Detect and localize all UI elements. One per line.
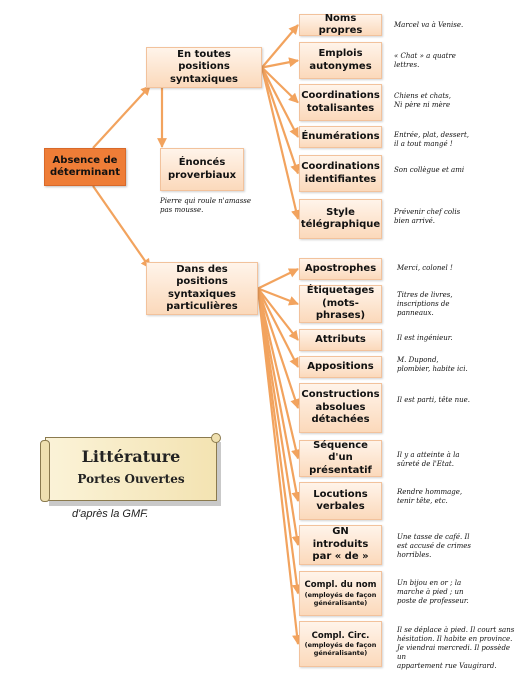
example-appositions: M. Dupond, plombier, habite ici. [397, 356, 468, 374]
root-node: Absence de déterminant [44, 148, 126, 186]
arrow-syntactic-to-leaf [260, 67, 300, 175]
leaf-noms-propres: Noms propres [299, 13, 382, 36]
example-coordinations-identifiantes: Son collègue et ami [394, 166, 465, 174]
arrow-particular-to-leaf [257, 288, 299, 368]
badge-subtitle: Portes Ouvertes [77, 472, 185, 486]
arrow-particular-to-leaf [257, 287, 299, 341]
arrow-particular-to-leaf [257, 287, 299, 306]
leaf-constructions-absolues: Constructions absolues détachées [299, 383, 382, 433]
branch-label: Énoncés proverbiaux [167, 157, 237, 181]
leaf-coordinations-totalisantes: Coordinations totalisantes [299, 84, 382, 121]
leaf-compl-du-nom: Compl. du nom (employés de façon général… [299, 571, 382, 616]
leaf-apostrophes: Apostrophes [299, 258, 382, 280]
branch-syntactic-positions: En toutes positions syntaxiques [146, 47, 262, 88]
arrow-syntactic-to-leaf [261, 66, 299, 138]
example-gn-introduits: Une tasse de café. Il est accusé de crim… [397, 533, 471, 560]
arrow-syntactic-to-leaf [261, 66, 299, 104]
leaf-gn-introduits: GN introduits par « de » [299, 525, 382, 565]
arrow-syntactic-to-leaf [260, 67, 301, 220]
example-noms-propres: Marcel va à Venise. [394, 21, 464, 29]
arrow-particular-to-leaf [256, 288, 300, 409]
example-compl-circ: Il se déplace à pied. Il court sans hési… [397, 626, 515, 671]
scroll-roll-left [40, 440, 50, 502]
branch-label: Dans des positions syntaxiques particuli… [166, 263, 238, 313]
arrow-syntactic-to-leaf [261, 57, 299, 69]
branch-particular-positions: Dans des positions syntaxiques particuli… [146, 262, 258, 315]
example-constructions-absolues: Il est parti, tête nue. [397, 396, 471, 404]
example-locutions-verbales: Rendre hommage, tenir tête, etc. [397, 488, 463, 506]
example-sequence-presentatif: Il y a atteinte à la sûreté de l'Etat. [397, 451, 460, 469]
leaf-attributs: Attributs [299, 329, 382, 351]
example-emplois-autonymes: « Chat » a quatre lettres. [394, 52, 456, 70]
leaf-etiquetages: Étiquetages (mots-phrases) [299, 285, 382, 323]
root-label: Absence de déterminant [49, 154, 121, 179]
credit-text: d'après la GMF. [72, 508, 149, 520]
leaf-emplois-autonymes: Emplois autonymes [299, 42, 382, 79]
badge-title: Littérature [81, 447, 181, 466]
leaf-sequence-presentatif: Séquence d'un présentatif [299, 440, 382, 477]
example-etiquetages: Titres de livres, inscriptions de pannea… [397, 291, 453, 318]
arrow-root-to-particular [92, 185, 151, 269]
scroll-roll-right [211, 433, 221, 443]
arrow-particular-to-leaf [256, 288, 302, 645]
leaf-style-telegraphique: Style télégraphique [299, 199, 382, 239]
example-coordinations-totalisantes: Chiens et chats, Ni père ni mère [394, 92, 451, 110]
example-apostrophes: Merci, colonel ! [397, 264, 453, 272]
leaf-compl-circ: Compl. Circ. (employés de façon générali… [299, 621, 382, 667]
arrow-particular-to-leaf [257, 268, 299, 290]
leaf-coordinations-identifiantes: Coordinations identifiantes [299, 155, 382, 192]
example-style-telegraphique: Prévenir chef colis bien arrivé. [394, 208, 461, 226]
branch-label: En toutes positions syntaxiques [169, 48, 238, 85]
example-enumerations: Entrée, plat, dessert, il a tout mangé ! [394, 131, 470, 149]
example-attributs: Il est ingénieur. [397, 334, 453, 342]
example-compl-du-nom: Un bijou en or ; la marche à pied ; un p… [397, 579, 469, 606]
branch-proverbs: Énoncés proverbiaux [160, 148, 244, 191]
leaf-locutions-verbales: Locutions verbales [299, 482, 382, 520]
arrow-syntactic-to-leaf [261, 24, 299, 69]
proverb-example: Pierre qui roule n'amasse pas mousse. [160, 197, 252, 215]
arrow-root-to-syntactic [92, 85, 151, 149]
arrow-particular-to-leaf [256, 288, 302, 502]
leaf-enumerations: Énumérations [299, 126, 382, 148]
arrow-particular-to-leaf [256, 288, 301, 460]
leaf-appositions: Appositions [299, 356, 382, 378]
litterature-badge: Littérature Portes Ouvertes [40, 433, 221, 502]
